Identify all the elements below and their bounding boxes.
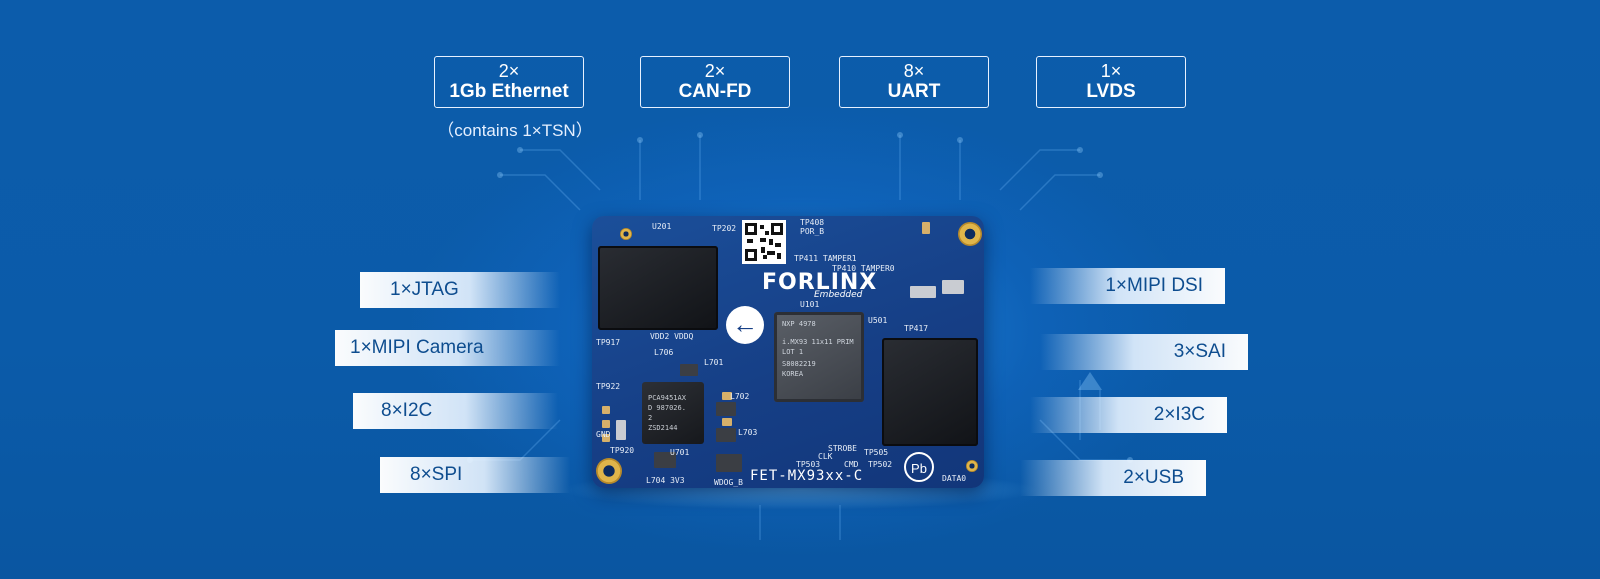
feature-usb: 2×USB (1020, 460, 1206, 496)
qr-code-icon (742, 220, 786, 264)
soc-chip: NXP 4978 i.MX93 11x11 PRIM LOT 1 S808221… (774, 312, 864, 402)
silk-label: L701 (704, 358, 724, 367)
feature-i3c: 2×I3C (1030, 397, 1227, 433)
arrow-left-icon: ← (726, 306, 764, 344)
mounting-hole (958, 222, 982, 246)
silk-label: TP408 (800, 218, 825, 227)
feature-mipi-camera: 1×MIPI Camera (335, 330, 560, 366)
silk-label: CLK (818, 452, 833, 461)
inductor (654, 452, 676, 468)
silk-label: TP920 (610, 446, 635, 455)
feature-ethernet: 2× 1Gb Ethernet (434, 56, 584, 108)
feature-count: 8× (903, 61, 925, 81)
silk-label: L706 (654, 348, 674, 357)
pmic-chip: PCA9451AX D 987026. 2 ZSD2144 (642, 382, 704, 444)
feature-spi: 8×SPI (380, 457, 570, 493)
silk-label: TP417 (904, 324, 929, 333)
pmic-marking: ZSD2144 (648, 424, 678, 432)
silk-label: TP410 TAMPER0 (832, 264, 895, 273)
mounting-hole (966, 460, 978, 472)
passive-component (722, 418, 732, 426)
feature-uart: 8× UART (839, 56, 989, 108)
soc-marking: LOT 1 (782, 348, 804, 356)
soc-marking: NXP 4978 (782, 320, 816, 328)
silk-label: TP505 (864, 448, 889, 457)
feature-name: CAN-FD (678, 81, 752, 102)
silk-label: POR_B (800, 227, 825, 236)
feature-count: 2× (498, 61, 520, 81)
silk-label: TP917 (596, 338, 621, 347)
silk-label: U501 (868, 316, 888, 325)
silk-label: U701 (670, 448, 690, 457)
passive-component (722, 392, 732, 400)
passive-component (922, 222, 930, 234)
silk-label: TP202 (712, 224, 737, 233)
feature-name: UART (887, 81, 941, 102)
silk-label: DATA0 (942, 474, 967, 483)
crystal (942, 280, 964, 294)
passive-component (602, 406, 610, 414)
feature-mipi-dsi: 1×MIPI DSI (1030, 268, 1225, 304)
soc-marking: KOREA (782, 370, 804, 378)
feature-sai: 3×SAI (1040, 334, 1248, 370)
crystal (910, 286, 936, 298)
passive-component (616, 420, 626, 440)
silk-label: U201 (652, 222, 672, 231)
silk-label: TP503 (796, 460, 821, 469)
board-model: FET-MX93xx-C (750, 468, 864, 484)
feature-name: 1Gb Ethernet (449, 81, 569, 102)
silk-label: TP411 TAMPER1 (794, 254, 857, 263)
silk-label: L703 (738, 428, 758, 437)
mounting-hole (596, 458, 622, 484)
feature-lvds: 1× LVDS (1036, 56, 1186, 108)
silk-label: U101 (800, 300, 820, 309)
inductor (716, 428, 736, 442)
mounting-hole (620, 228, 632, 240)
silk-label: STROBE (828, 444, 857, 453)
silk-label: TP922 (596, 382, 621, 391)
feature-i2c: 8×I2C (353, 393, 558, 429)
silk-label: VDD2 VDDQ (650, 332, 694, 341)
inductor (716, 402, 736, 416)
passive-component (602, 420, 610, 428)
lead-free-icon: Pb (904, 452, 934, 482)
feature-jtag: 1×JTAG (360, 272, 560, 308)
ethernet-tsn-note: （contains 1×TSN） (437, 121, 593, 140)
pmic-marking: D 987026. (648, 404, 686, 412)
feature-can-fd: 2× CAN-FD (640, 56, 790, 108)
soc-marking: i.MX93 11x11 PRIM (782, 338, 854, 346)
silk-label: WDOG_B (714, 478, 743, 487)
soc-marking: S8082219 (782, 360, 816, 368)
passive-component (602, 434, 610, 442)
brand-sub: Embedded (814, 290, 863, 300)
pmic-marking: 2 (648, 414, 653, 422)
inductor (716, 454, 742, 472)
feature-name: LVDS (1086, 81, 1136, 102)
inductor (680, 364, 698, 376)
brand-logo: FORLINX (762, 270, 878, 295)
silk-label: TP502 (868, 460, 893, 469)
emmc-chip-u501 (882, 338, 978, 446)
pmic-marking: PCA9451AX (648, 394, 686, 402)
feature-count: 2× (704, 61, 726, 81)
feature-count: 1× (1100, 61, 1122, 81)
silk-label: L704 3V3 (646, 476, 685, 485)
memory-chip-u201 (598, 246, 718, 330)
silk-label: GND (596, 430, 611, 439)
silk-label: CMD (844, 460, 859, 469)
silk-label: L702 (730, 392, 750, 401)
som-board: NXP 4978 i.MX93 11x11 PRIM LOT 1 S808221… (592, 216, 984, 488)
